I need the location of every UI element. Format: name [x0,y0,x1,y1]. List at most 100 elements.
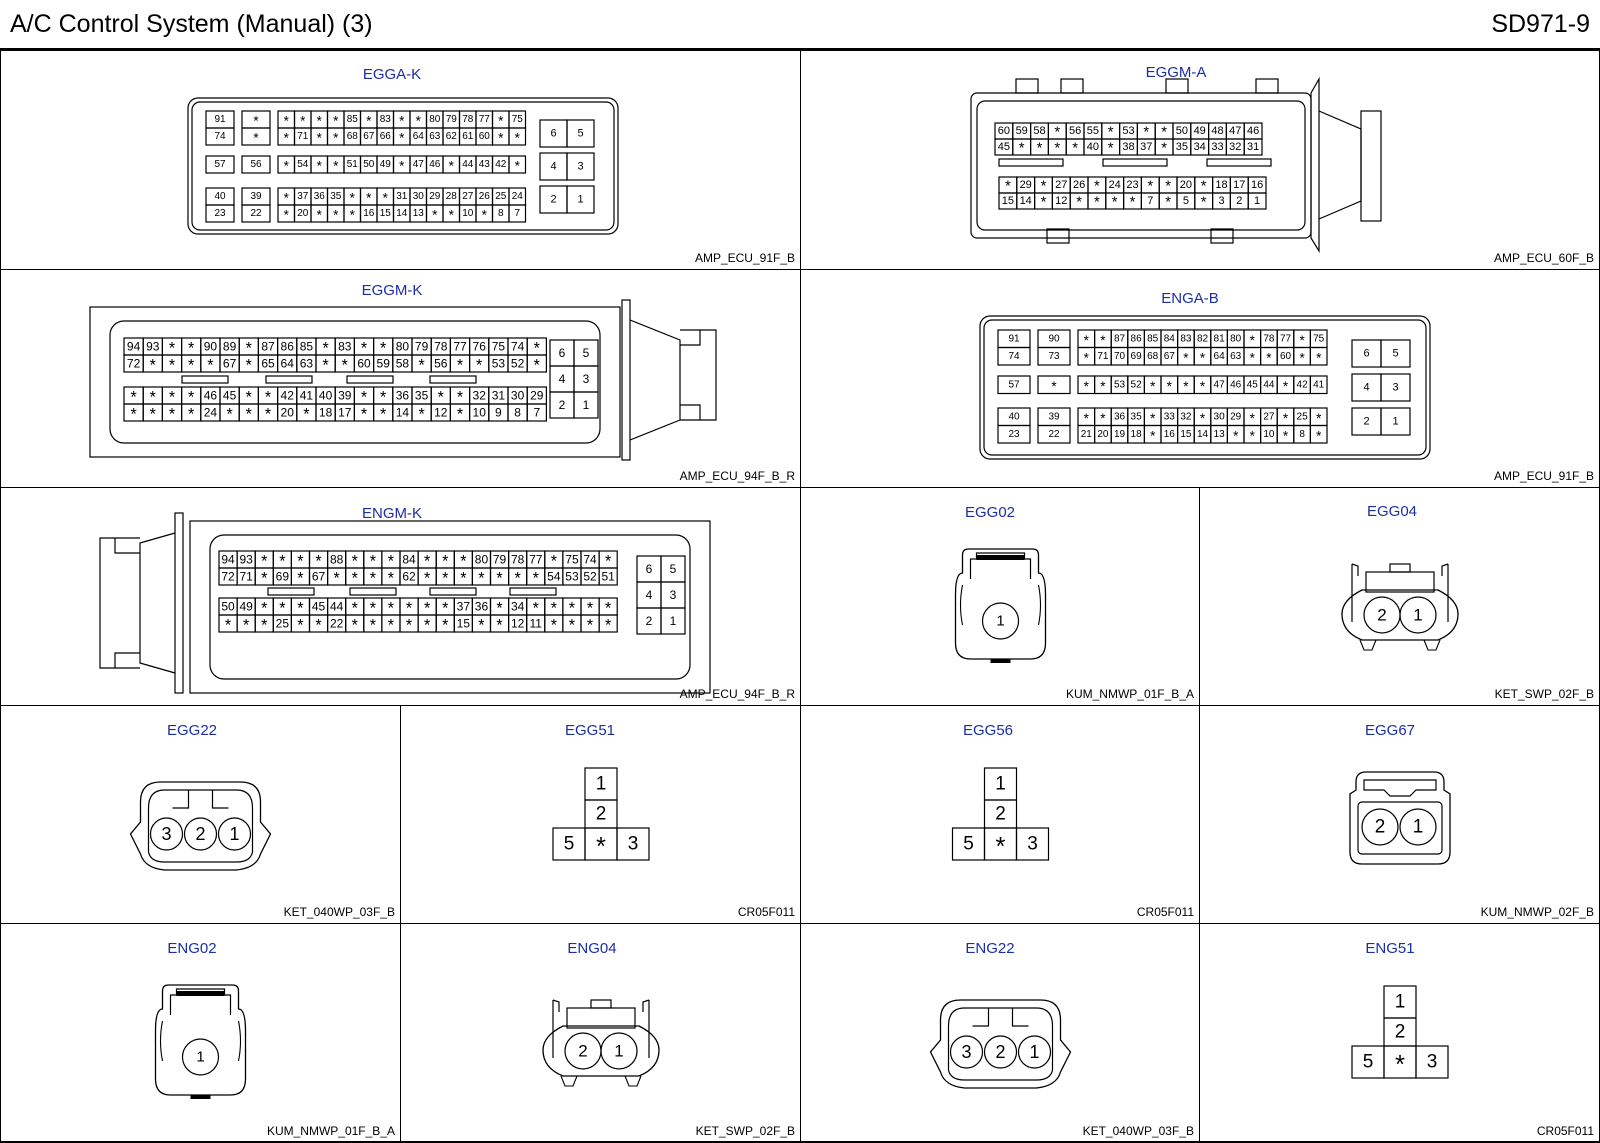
blank-pin: * [246,388,253,406]
connector-drawing: 1 [154,984,247,1099]
power-pin: 6 [550,128,556,140]
signal-pin: 25 [276,617,290,631]
blank-pin: * [1233,428,1239,443]
signal-pin: 1 [1413,817,1424,838]
blank-pin: * [449,208,455,223]
signal-pin: 37 [1140,141,1152,153]
connector-housing-inner [947,1007,1054,1081]
locking-latch [566,1007,636,1029]
power-pin: 6 [646,562,653,576]
signal-pin: 14 [1197,429,1209,440]
power-pin: 2 [646,614,653,628]
signal-pin: 2 [578,1042,587,1061]
signal-pin: 2 [1236,195,1242,207]
pin-cell [1309,346,1328,366]
signal-pin: 1 [1254,195,1260,207]
blank-pin: * [498,131,504,146]
locking-latch [172,790,229,809]
power-pin: 4 [550,161,556,173]
blank-pin: * [188,405,195,423]
blank-pin: * [449,159,455,174]
signal-pin: 35 [1131,411,1143,422]
signal-pin: 60 [1280,351,1292,362]
blank-pin: * [1143,125,1149,141]
signal-pin: 85 [1147,333,1159,344]
signal-pin: 74 [214,131,226,142]
signal-pin: 89 [223,340,237,354]
signal-pin: 83 [338,340,352,354]
signal-pin: 3 [961,1042,971,1062]
signal-pin: 69 [1131,351,1143,362]
pin-cell [997,346,1031,366]
blank-pin: * [1054,125,1060,141]
locking-latch [972,1008,1029,1027]
blank-pin: * [352,616,359,634]
blank-pin: * [1250,350,1256,365]
blank-pin: * [533,569,540,587]
blank-pin: * [605,616,612,634]
blank-pin: * [1051,379,1057,394]
signal-pin: 23 [1008,429,1020,440]
signal-pin: 60 [357,357,371,371]
signal-pin: 2 [995,1042,1005,1062]
power-pin: 1 [577,194,583,206]
signal-pin: 36 [475,600,489,614]
signal-pin: 63 [1230,351,1242,362]
signal-pin: 86 [281,340,295,354]
blank-pin: * [169,388,176,406]
signal-pin: 85 [347,114,359,125]
locking-latch [1363,779,1437,797]
connector-housing [929,999,1072,1089]
blank-pin: * [534,339,541,357]
blank-pin: * [587,616,594,634]
blank-pin: * [1167,379,1173,394]
signal-pin: 58 [1033,125,1045,137]
pin-circle [1399,596,1437,634]
blank-pin: * [388,552,395,570]
signal-pin: 70 [1114,351,1126,362]
blank-pin: * [1183,350,1189,365]
rear-shroud [1310,76,1362,254]
connector-label: ENG51 [1365,940,1415,957]
blank-pin: * [1283,428,1289,443]
blank-pin: * [370,569,377,587]
signal-pin: 80 [1230,333,1242,344]
signal-pin: 83 [380,114,392,125]
blank-pin: * [442,616,449,634]
blank-pin: * [246,405,253,423]
signal-pin: 26 [1073,179,1085,191]
signal-pin: 36 [314,191,326,202]
pin-circle [181,1038,220,1076]
blank-pin: * [457,356,464,374]
blank-pin: * [1100,333,1106,348]
signal-pin: 13 [1214,429,1226,440]
blank-pin: * [317,208,323,223]
blank-pin: * [399,131,405,146]
signal-pin: 79 [446,114,458,125]
pin-circle [1399,808,1437,846]
signal-pin: 1 [1029,1042,1039,1062]
signal-pin: 56 [434,357,448,371]
connector-part-number: KET_SWP_02F_B [1494,687,1594,701]
blank-pin: * [261,552,268,570]
key-slot [181,375,229,384]
blank-pin: * [587,599,594,617]
signal-pin: 32 [473,389,487,403]
blank-pin: * [569,616,576,634]
power-pin: 5 [577,128,583,140]
pin-cell [508,127,527,146]
signal-pin: 1 [995,774,1006,795]
blank-pin: * [424,569,431,587]
signal-pin: 27 [1055,179,1067,191]
blank-pin: * [515,159,521,174]
connector-housing [189,520,711,694]
signal-pin: 7 [533,406,540,420]
signal-pin: 83 [1180,333,1192,344]
